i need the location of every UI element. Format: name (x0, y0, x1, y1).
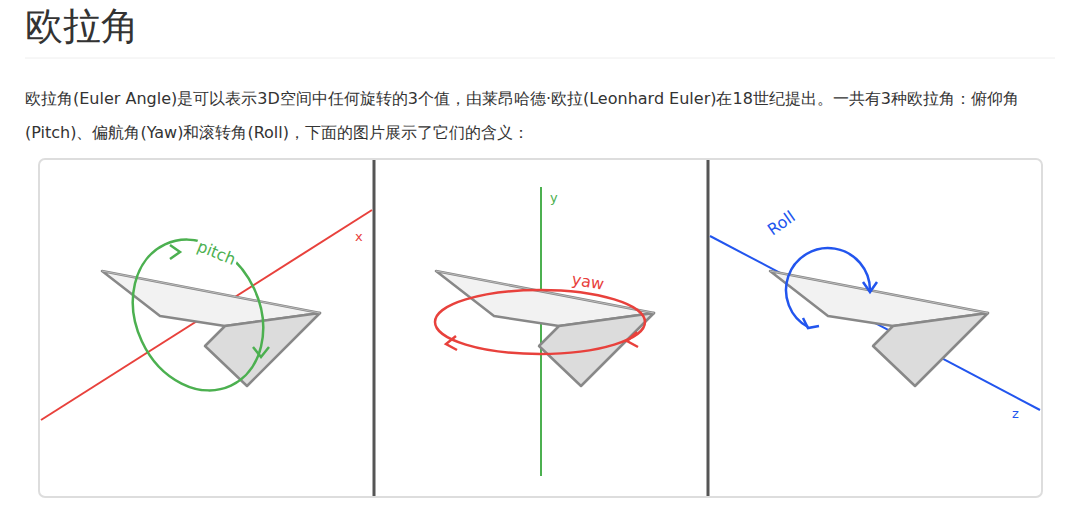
y-axis (540, 187, 542, 476)
page-heading: 欧拉角 (25, 2, 139, 50)
axis-label: x (353, 229, 365, 244)
arrow-head (253, 347, 269, 357)
arrow-head (170, 245, 180, 259)
roll-arc (786, 248, 870, 327)
axis-label: z (1010, 406, 1021, 421)
yaw-arc (435, 290, 645, 354)
heading-rule (25, 58, 1055, 59)
body-paragraph: 欧拉角(Euler Angle)是可以表示3D空间中任何旋转的3个值，由莱昂哈德… (25, 82, 1055, 150)
arrow-head (803, 318, 819, 328)
paper-plane (770, 271, 988, 386)
arrow-head (627, 332, 638, 347)
x-axis (41, 210, 372, 420)
panel-divider (373, 160, 376, 496)
panel-divider (707, 160, 710, 496)
pitch-arc (109, 218, 287, 412)
axis-label: y (548, 190, 560, 205)
arrow-head (863, 282, 877, 292)
z-axis (710, 236, 1040, 410)
paper-plane (436, 271, 654, 386)
figure-frame (39, 159, 1042, 497)
arrow-head (446, 336, 457, 350)
